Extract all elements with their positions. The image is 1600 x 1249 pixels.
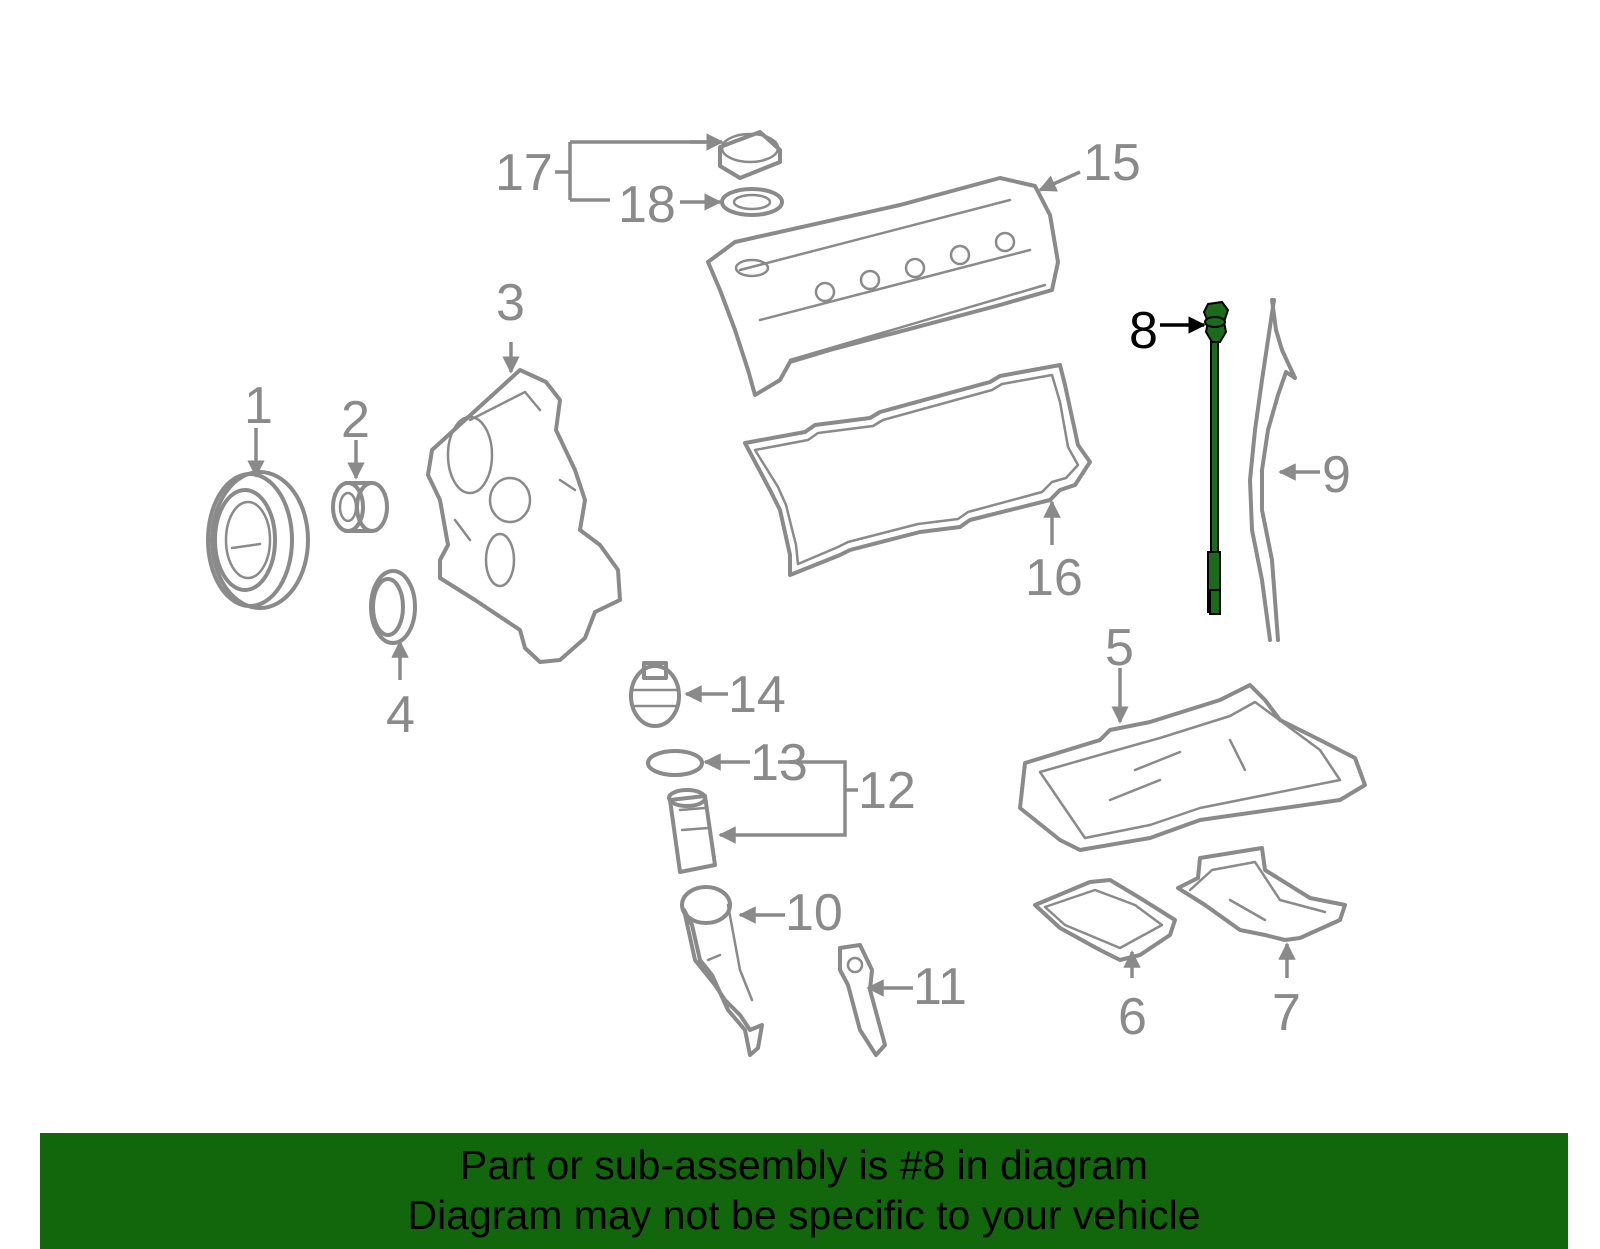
part-17-oil-filler-cap[interactable]: [718, 130, 782, 180]
part-3-timing-cover[interactable]: [426, 368, 622, 664]
part-18-cap-seal[interactable]: [720, 187, 784, 217]
callout-7: 7: [1272, 984, 1301, 1042]
callout-9: 9: [1322, 446, 1351, 504]
part-7-oil-pan-baffle[interactable]: [1176, 846, 1347, 942]
callout-11: 11: [913, 958, 967, 1016]
part-9-dipstick-tube[interactable]: [1248, 298, 1297, 642]
part-15-valve-cover[interactable]: [706, 176, 1060, 397]
part-8-dipstick-highlighted[interactable]: [1202, 300, 1230, 615]
callout-18: 18: [618, 176, 676, 234]
callout-15: 15: [1083, 134, 1141, 192]
callout-2: 2: [341, 391, 370, 449]
callout-5: 5: [1105, 619, 1134, 677]
part-16-valve-cover-gasket[interactable]: [743, 363, 1092, 577]
banner-line-disclaimer: Diagram may not be specific to your vehi…: [407, 1192, 1201, 1238]
callout-4: 4: [386, 686, 415, 744]
callout-1: 1: [244, 377, 273, 435]
part-6-oil-pan-lower[interactable]: [1033, 878, 1177, 962]
callout-16: 16: [1025, 549, 1083, 607]
callout-8-highlighted: 8: [1129, 302, 1158, 360]
callout-labels: 1 2 3 4 5 6 7 8 9 10 11 12 13 14 15 16 1…: [244, 134, 1351, 1046]
callout-17: 17: [495, 144, 553, 202]
part-14-oil-filter-cap[interactable]: [629, 661, 681, 728]
callout-6: 6: [1118, 988, 1147, 1046]
info-banner: Part or sub-assembly is #8 in diagram Di…: [40, 1133, 1568, 1249]
part-12-oil-filter[interactable]: [667, 788, 717, 874]
part-13-o-ring[interactable]: [646, 749, 704, 777]
callout-14: 14: [728, 666, 786, 724]
part-11-housing-gasket[interactable]: [838, 943, 887, 1057]
callout-13: 13: [750, 734, 808, 792]
leader-lines: [247, 133, 1320, 997]
part-10-oil-filter-housing[interactable]: [680, 885, 764, 1057]
parts-diagram: 1 2 3 4 5 6 7 8 9 10 11 12 13 14 15 16 1…: [206, 130, 1367, 1057]
part-2-bushing[interactable]: [331, 481, 389, 533]
callout-12: 12: [858, 762, 916, 820]
banner-line-part: Part or sub-assembly is #8 in diagram: [459, 1142, 1149, 1188]
part-4-seal[interactable]: [369, 569, 417, 645]
part-1-crankshaft-pulley[interactable]: [206, 470, 310, 610]
callout-10: 10: [785, 884, 843, 942]
part-5-oil-pan-upper[interactable]: [1018, 683, 1367, 852]
callout-3: 3: [496, 274, 525, 332]
